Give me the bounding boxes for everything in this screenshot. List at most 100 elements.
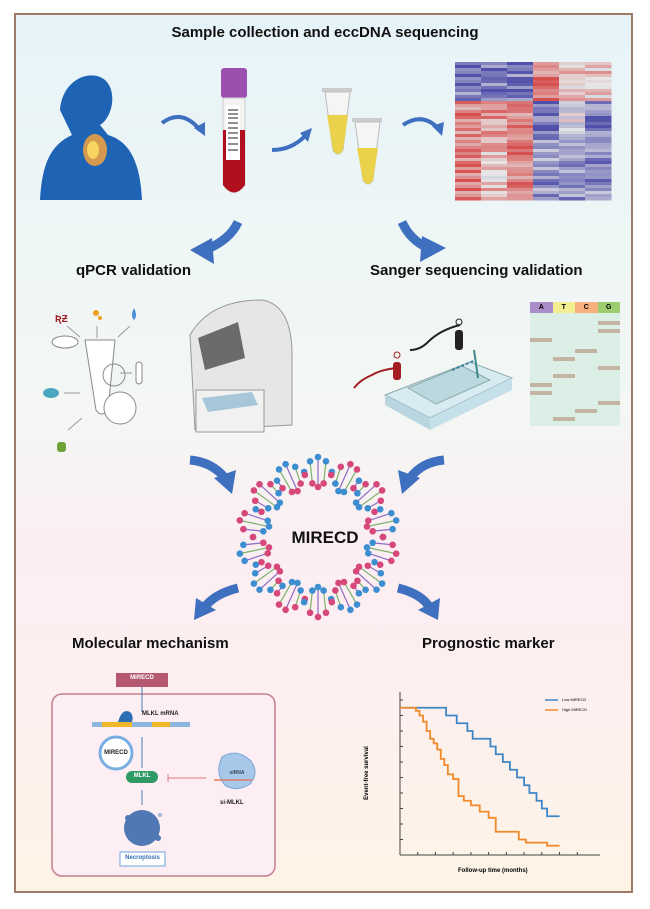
heatmap-cell xyxy=(585,104,612,108)
dna-bead xyxy=(252,561,260,569)
heatmap-cell xyxy=(507,194,534,198)
eccdna-circle xyxy=(98,735,134,771)
heatmap-cell xyxy=(481,167,508,171)
gel-electrophoresis-icon xyxy=(353,318,514,430)
center-label: MIRECD xyxy=(291,528,359,547)
heatmap-cell xyxy=(507,77,534,81)
dna-rung xyxy=(372,528,393,532)
heatmap-cell xyxy=(585,194,612,198)
heatmap-cell xyxy=(507,146,534,150)
heatmap-cell xyxy=(533,197,560,201)
heatmap-cell xyxy=(455,164,482,168)
dna-bead xyxy=(291,463,299,471)
heatmap-cell xyxy=(507,110,534,114)
heatmap-cell xyxy=(533,131,560,135)
dna-rung xyxy=(368,512,392,522)
dna-bead xyxy=(260,527,267,535)
dna-bead xyxy=(273,590,281,597)
heatmap-cell xyxy=(585,110,612,114)
heatmap-cell xyxy=(455,77,482,81)
heatmap-cell xyxy=(585,134,612,138)
mlkl-protein xyxy=(126,771,158,783)
heatmap-cell xyxy=(455,80,482,84)
heatmap-cell xyxy=(533,74,560,78)
patient-figure-icon xyxy=(40,75,142,200)
heatmap-cell xyxy=(559,92,586,96)
heatmap-cell xyxy=(507,80,534,84)
dna-rung xyxy=(239,546,270,555)
dna-rung xyxy=(239,519,270,528)
dna-rung xyxy=(366,546,397,555)
heatmap-cell xyxy=(533,71,560,75)
dna-bead xyxy=(364,517,372,524)
dna-bead xyxy=(377,497,385,505)
dna-bead xyxy=(252,505,260,513)
heatmap-icon xyxy=(455,62,612,201)
heatmap-cell xyxy=(455,140,482,144)
heatmap-cell xyxy=(455,83,482,87)
heatmap-cell xyxy=(559,116,586,120)
heatmap-cell xyxy=(507,134,534,138)
dna-bead xyxy=(250,487,258,494)
heatmap-cell xyxy=(481,182,508,186)
dna-rung xyxy=(337,463,351,492)
dna-bead xyxy=(378,487,386,494)
heatmap-cell xyxy=(507,95,534,99)
heatmap-cell xyxy=(533,125,560,129)
sanger-band xyxy=(530,391,552,395)
heatmap-cell xyxy=(455,71,482,75)
dna-bead xyxy=(353,601,361,608)
heatmap-cell xyxy=(481,113,508,117)
heatmap-cell xyxy=(533,86,560,90)
heatmap-cell xyxy=(507,170,534,174)
heatmap-cell xyxy=(481,179,508,183)
heatmap-cell xyxy=(507,119,534,123)
heatmap-cell xyxy=(533,152,560,156)
dna-bead xyxy=(347,460,354,468)
sanger-band xyxy=(552,357,575,361)
heatmap-cell xyxy=(559,107,586,111)
heatmap-cell xyxy=(559,158,586,162)
heatmap-cell xyxy=(481,170,508,174)
dna-rung xyxy=(253,566,278,585)
heatmap-cell xyxy=(559,167,586,171)
dna-bead xyxy=(369,527,376,535)
dna-bead xyxy=(264,562,272,570)
heatmap-cell xyxy=(533,179,560,183)
heatmap-cell xyxy=(455,191,482,195)
heatmap-cell xyxy=(481,128,508,132)
heatmap-cell xyxy=(455,113,482,117)
heatmap-cell xyxy=(559,194,586,198)
heatmap-cell xyxy=(481,185,508,189)
heatmap-cell xyxy=(455,104,482,108)
heatmap-cell xyxy=(507,83,534,87)
heatmap-cell xyxy=(481,194,508,198)
dna-rung xyxy=(337,582,351,611)
dna-bead xyxy=(309,587,316,594)
microtube-icon xyxy=(322,88,352,155)
heatmap-cell xyxy=(533,62,560,66)
heatmap-cell xyxy=(559,137,586,141)
dna-bead xyxy=(297,587,304,594)
heatmap-cell xyxy=(481,98,508,102)
heatmap-cell xyxy=(533,101,560,105)
heatmap-cell xyxy=(559,62,586,66)
heatmap-cell xyxy=(481,77,508,81)
dna-bead xyxy=(355,477,363,484)
heatmap-cell xyxy=(585,119,612,123)
curved-arrow-icon xyxy=(189,455,229,481)
heatmap-cell xyxy=(481,197,508,201)
heatmap-cell xyxy=(559,188,586,192)
dna-bead xyxy=(353,466,361,473)
dna-bead xyxy=(378,580,386,587)
dna-bead xyxy=(371,558,378,566)
heatmap-cell xyxy=(481,161,508,165)
heatmap-cell xyxy=(585,191,612,195)
dna-bead xyxy=(288,488,296,496)
heatmap-cell xyxy=(585,173,612,177)
qpcr-reagents-icon: ƦƵ xyxy=(43,308,143,452)
dna-bead xyxy=(314,583,322,591)
heatmap-cell xyxy=(585,152,612,156)
heatmap-cell xyxy=(507,188,534,192)
dna-bead xyxy=(275,601,283,608)
